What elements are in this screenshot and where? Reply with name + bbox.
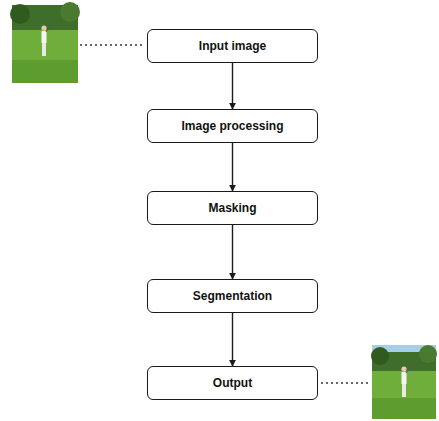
photo-grass-dark (372, 398, 436, 419)
photo-grass (372, 371, 436, 419)
photo-grass-dark (12, 60, 78, 83)
flow-arrow (232, 63, 233, 109)
box-label: Masking (208, 201, 256, 215)
box-label: Image processing (181, 119, 283, 133)
process-box: Image processing (147, 109, 318, 143)
process-box: Output (147, 366, 318, 400)
dotted-leader (80, 44, 145, 46)
photo-grass (12, 30, 78, 83)
photo-tree (371, 347, 389, 365)
dotted-leader (321, 382, 369, 384)
output-photo (371, 345, 437, 419)
flow-arrow (232, 143, 233, 191)
process-box: Segmentation (147, 279, 318, 313)
process-box: Masking (147, 191, 318, 225)
golfer-legs (42, 43, 46, 56)
photo-tree (60, 2, 80, 22)
photo-tree (419, 345, 437, 363)
golf-club (406, 363, 413, 373)
golfer-legs (402, 384, 406, 397)
golfer-head (401, 366, 406, 371)
box-label: Output (213, 376, 252, 390)
golfer-body (42, 31, 47, 43)
golf-club (46, 22, 52, 32)
box-label: Input image (199, 39, 266, 53)
box-label: Segmentation (193, 289, 272, 303)
photo-sky (372, 345, 436, 419)
flow-arrow (232, 313, 233, 366)
process-box: Input image (147, 29, 318, 63)
golfer-head (41, 25, 46, 30)
golfer-body (402, 372, 407, 384)
photo-tree (10, 4, 30, 24)
input-photo (10, 2, 80, 83)
flow-arrow (232, 225, 233, 279)
